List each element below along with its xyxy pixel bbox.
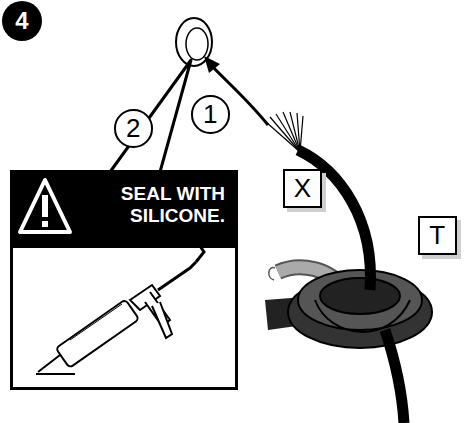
node-text: 1	[203, 100, 217, 129]
part-label: T	[418, 216, 457, 255]
arrow-head	[204, 56, 220, 73]
part-label: X	[283, 169, 322, 208]
node-text: 4	[15, 8, 28, 34]
wire-strands	[266, 112, 303, 152]
node-text: X	[294, 174, 311, 203]
warning-box: SEAL WITH SILICONE.	[10, 170, 238, 390]
hole-inner	[186, 28, 208, 60]
silicone-gun	[36, 246, 204, 374]
hose-end	[269, 268, 275, 280]
node-text: T	[429, 221, 445, 250]
grommet-lip	[298, 270, 422, 330]
node-text: 2	[126, 114, 140, 143]
warning-mark	[42, 195, 48, 217]
warning-triangle	[20, 180, 70, 232]
node-text: SEAL WITH SILICONE.	[85, 183, 225, 227]
warning-dot	[42, 221, 48, 227]
cable-lower	[385, 330, 404, 423]
callout-number: 1	[191, 95, 230, 134]
leader-wedge	[110, 60, 191, 172]
callout-number: 2	[114, 109, 153, 148]
step-badge: 4	[2, 1, 42, 41]
warning-header	[10, 170, 238, 248]
grommet-fold	[315, 300, 410, 332]
grommet-hole	[320, 278, 400, 314]
